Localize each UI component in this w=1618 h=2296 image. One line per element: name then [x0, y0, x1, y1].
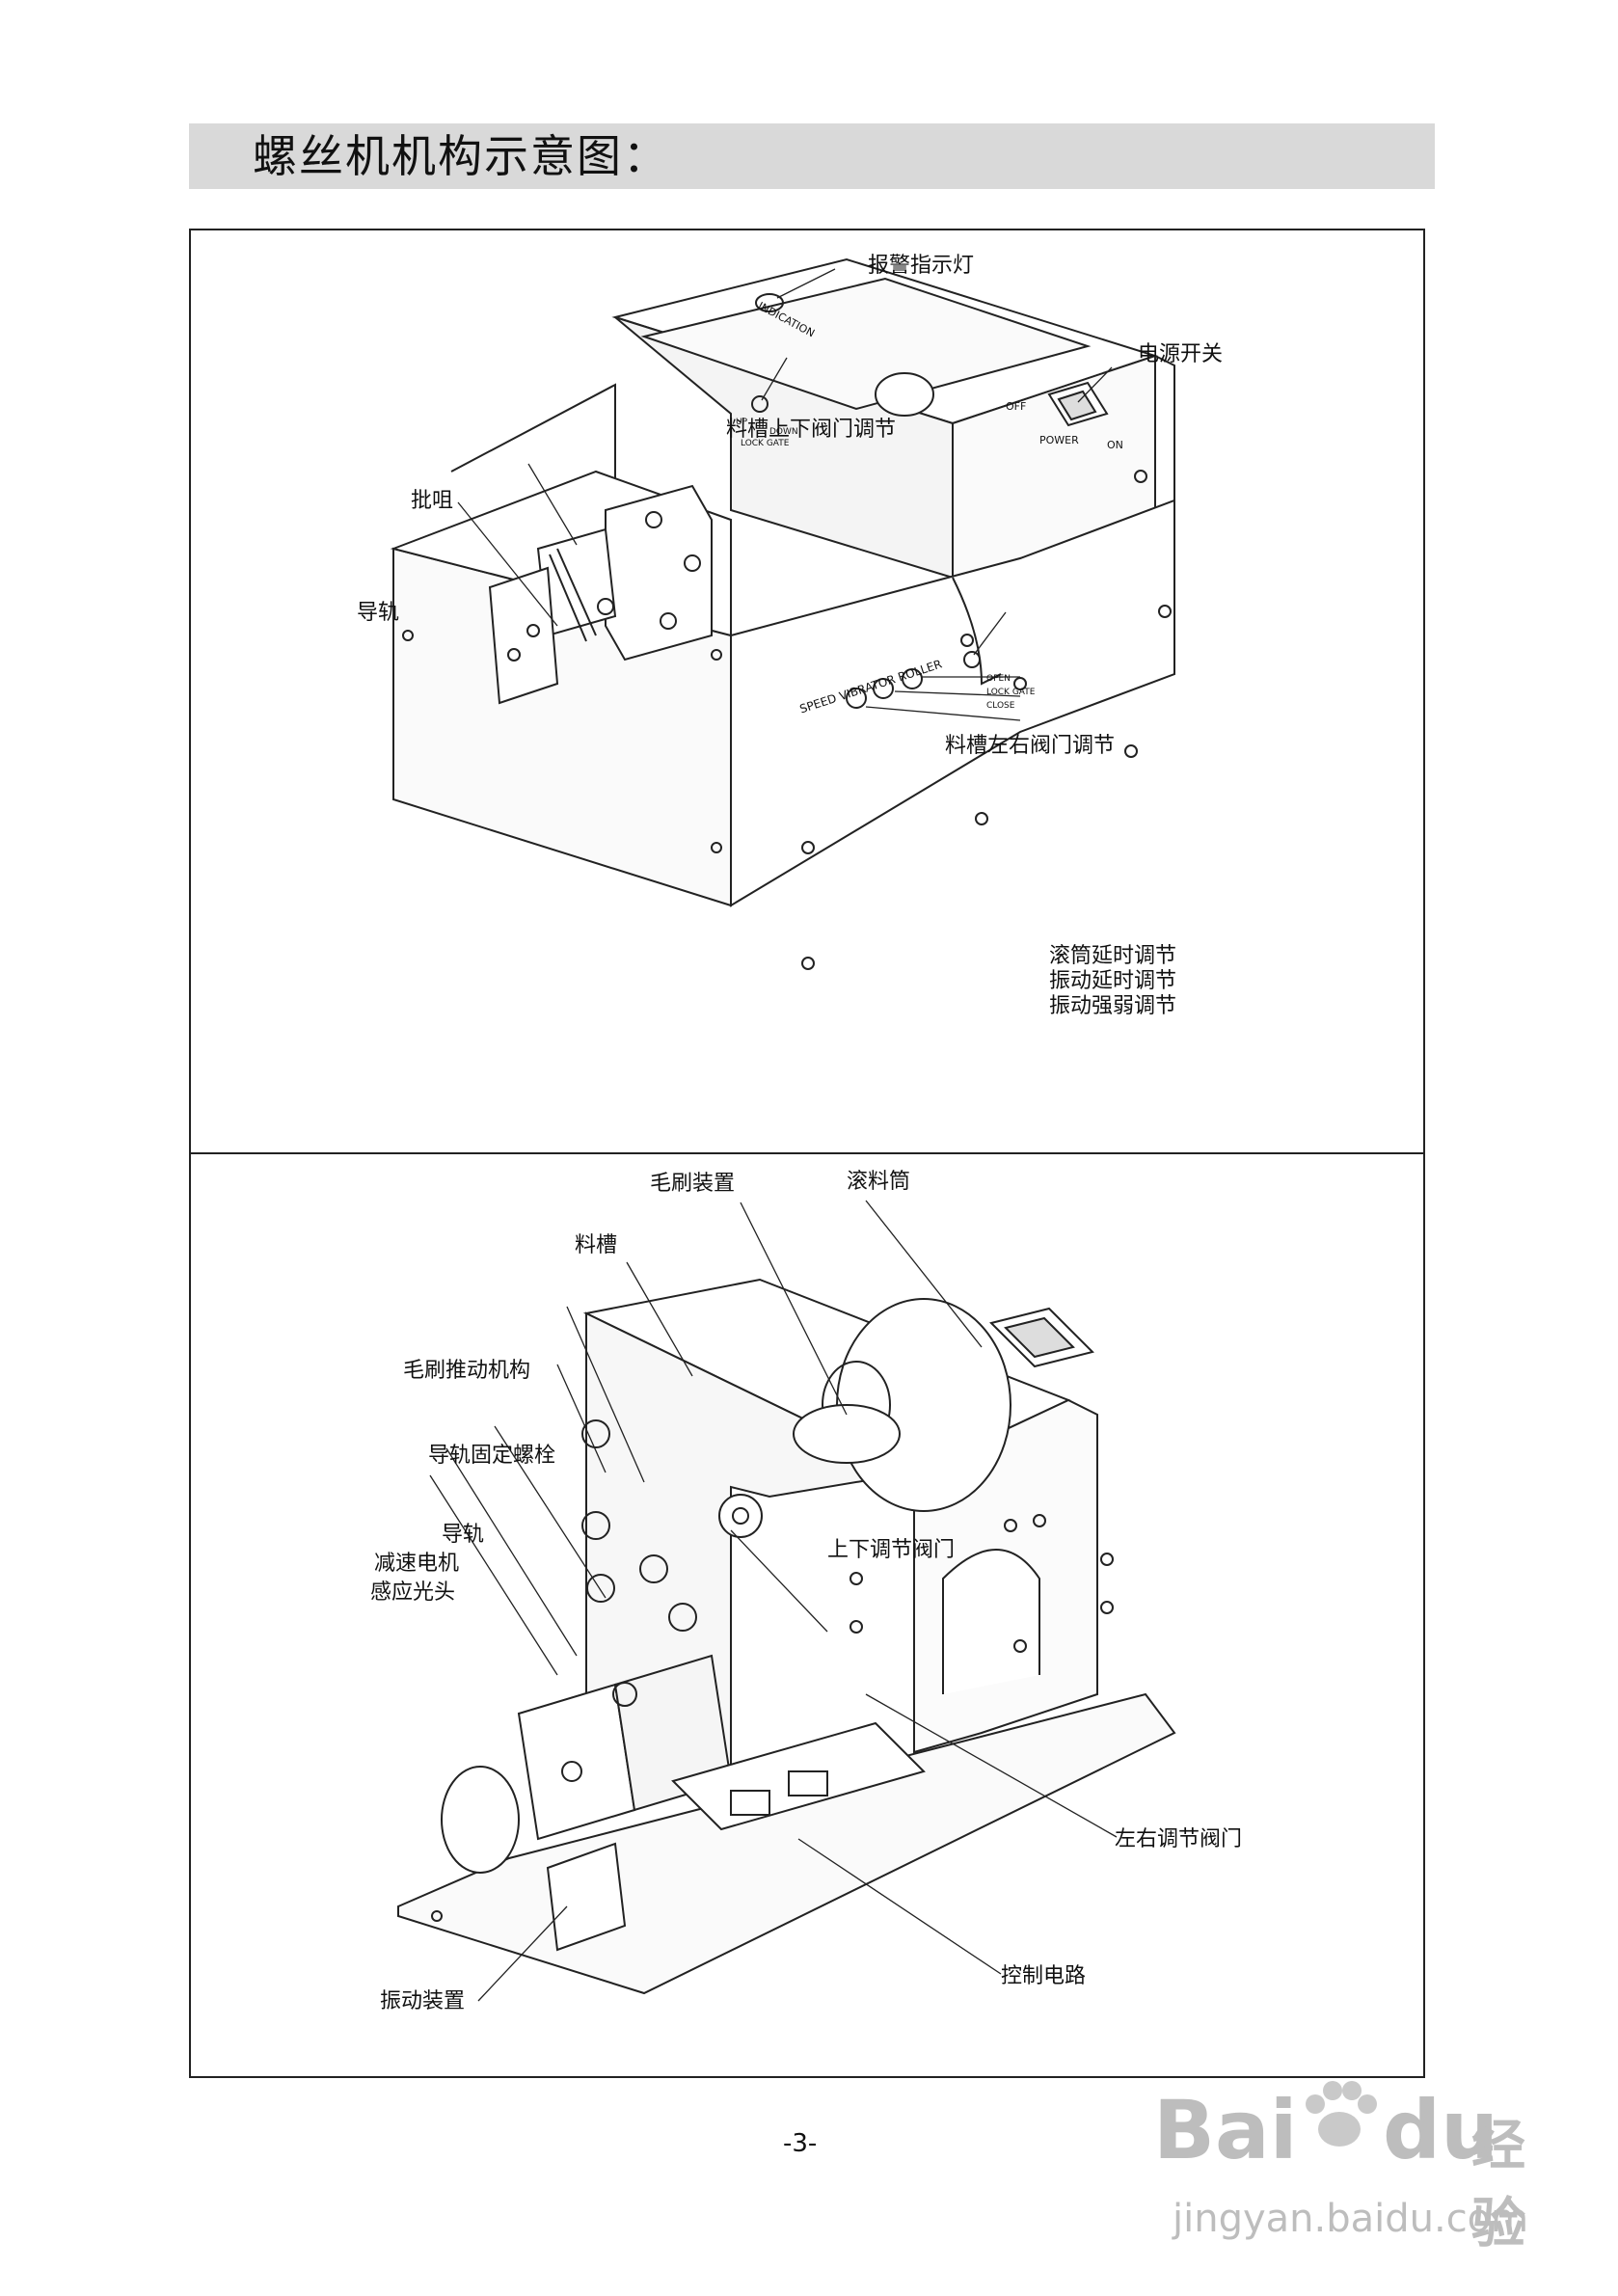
- lock-gate-text: LOCK GATE: [741, 439, 790, 448]
- hopper-label: 料槽: [575, 1233, 618, 1257]
- off-text: OFF: [1006, 400, 1027, 413]
- lr-gate-label: 左右调节阀门: [1115, 1827, 1243, 1851]
- page-title: 螺丝机机构示意图：: [253, 130, 669, 182]
- baidu-watermark: Bai du 经验 jingyan.baidu.com: [1153, 2081, 1578, 2276]
- watermark-brand-2: du: [1383, 2083, 1498, 2177]
- brush-device-label: 毛刷装置: [650, 1172, 736, 1196]
- bit-nozzle-label: 批咀: [411, 489, 454, 513]
- open-text: OPEN: [986, 674, 1011, 684]
- watermark-brand: Bai: [1153, 2083, 1298, 2177]
- rail-bolt-label: 导轨固定螺栓: [428, 1444, 556, 1468]
- hopper-updown-gate-label: 料槽上下阀门调节: [726, 418, 897, 442]
- rail-label: 导轨: [357, 601, 400, 625]
- gear-motor-label: 减速电机: [374, 1552, 460, 1576]
- on-text: ON: [1107, 439, 1123, 451]
- top-diagram-panel: 报警指示灯 电源开关 料槽上下阀门调节 批咀 导轨 料槽左右阀门调节 滚筒延时调…: [189, 229, 1425, 1154]
- power-text: POWER: [1039, 434, 1079, 446]
- drum-label: 滚料筒: [847, 1170, 911, 1194]
- page-number: -3-: [783, 2129, 818, 2158]
- lock-gate-text-2: LOCK GATE: [986, 688, 1036, 697]
- screw-feeder-exterior-drawing: [390, 257, 1175, 970]
- brush-drive-label: 毛刷推动机构: [403, 1359, 531, 1383]
- paw-icon: [1306, 2081, 1377, 2147]
- watermark-suffix: 经验: [1471, 2115, 1525, 2255]
- close-text: CLOSE: [986, 701, 1015, 711]
- screw-feeder-internal-drawing: [397, 1200, 1176, 2002]
- sensor-label: 感应光头: [370, 1580, 456, 1605]
- hopper-lr-gate-label: 料槽左右阀门调节: [945, 734, 1116, 758]
- vibration-strength-label: 振动强弱调节: [1049, 994, 1177, 1018]
- bottom-diagram-panel: 毛刷装置 滚料筒 料槽 毛刷推动机构 导轨固定螺栓 导轨 减速电机 感应光头 上…: [189, 1152, 1425, 2078]
- watermark-url: jingyan.baidu.com: [1173, 2197, 1529, 2241]
- down-text: DOWN: [769, 427, 798, 437]
- vibrator-label: 振动装置: [380, 1989, 466, 2013]
- title-band: [189, 123, 1435, 189]
- power-switch-label: 电源开关: [1138, 342, 1224, 366]
- drum-delay-label: 滚筒延时调节: [1049, 944, 1177, 968]
- control-circuit-label: 控制电路: [1001, 1964, 1087, 1988]
- vibration-delay-label: 振动延时调节: [1049, 969, 1177, 993]
- updown-gate-label: 上下调节阀门: [827, 1538, 956, 1562]
- up-text: UP: [736, 418, 748, 427]
- rail-label-bottom: 导轨: [442, 1523, 485, 1547]
- alarm-light-label: 报警指示灯: [868, 254, 975, 278]
